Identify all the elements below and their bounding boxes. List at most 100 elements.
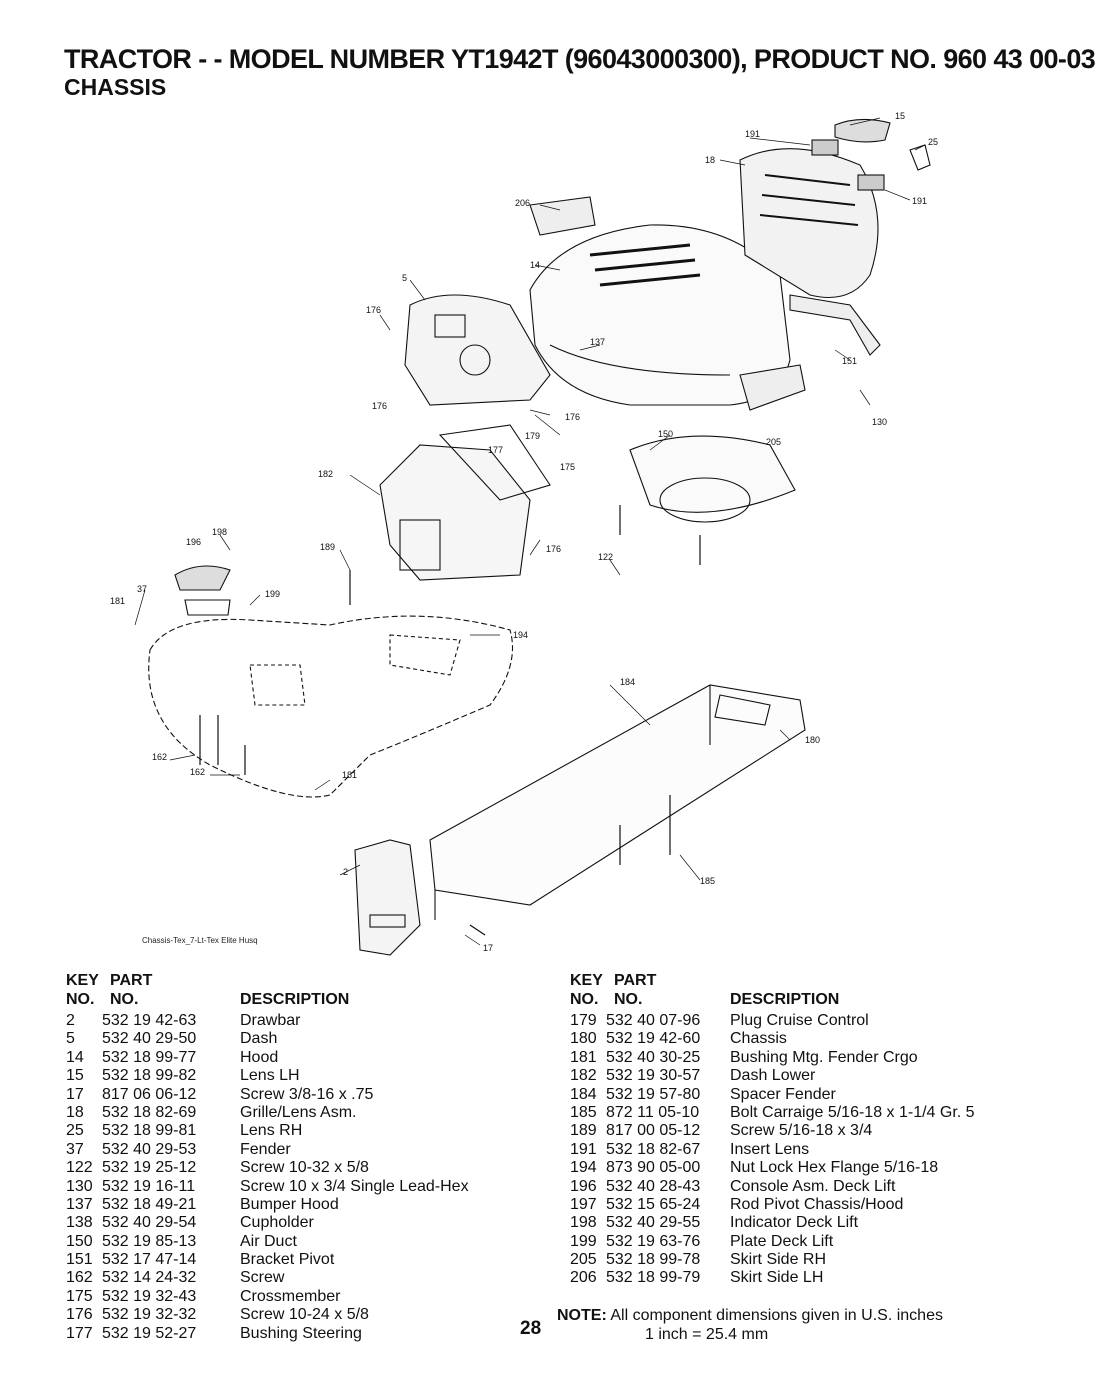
svg-text:176: 176 xyxy=(546,544,561,554)
note: NOTE: All component dimensions given in … xyxy=(557,1306,943,1344)
fender-drawing xyxy=(148,615,513,798)
part-number: 873 90 05-00 xyxy=(606,1159,701,1177)
svg-text:122: 122 xyxy=(598,552,613,562)
key-number: 181 xyxy=(570,1048,597,1066)
dash-lower-drawing xyxy=(379,444,531,581)
part-number: 532 40 30-25 xyxy=(606,1048,701,1066)
svg-text:151: 151 xyxy=(842,356,857,366)
table-row: 197 532 15 65-24 Rod Pivot Chassis/Hood xyxy=(570,1196,1040,1214)
key-number: 196 xyxy=(570,1177,597,1195)
svg-text:5: 5 xyxy=(402,273,407,283)
part-number: 532 19 16-11 xyxy=(102,1177,196,1195)
part-number: 532 40 29-54 xyxy=(102,1214,197,1232)
key-number: 162 xyxy=(66,1269,93,1287)
key-header: KEY xyxy=(570,972,603,989)
part-number: 532 18 99-82 xyxy=(102,1067,197,1085)
part-number: 532 18 99-79 xyxy=(606,1269,701,1287)
part-description: Indicator Deck Lift xyxy=(730,1214,859,1232)
table-row: 205 532 18 99-78 Skirt Side RH xyxy=(570,1251,1040,1269)
key-number: 122 xyxy=(66,1159,93,1177)
svg-text:176: 176 xyxy=(366,305,381,315)
key-number: 175 xyxy=(66,1287,93,1305)
part-description: Bushing Mtg. Fender Crgo xyxy=(730,1048,918,1066)
table-row: 181 532 40 30-25 Bushing Mtg. Fender Crgo xyxy=(570,1049,1040,1067)
svg-text:196: 196 xyxy=(186,537,201,547)
key-number: 205 xyxy=(570,1251,597,1269)
page-number: 28 xyxy=(520,1318,542,1339)
no-header: NO. xyxy=(110,991,139,1008)
exploded-parts-diagram: 15 191 25 18 191 206 14 5 176 137 151 13… xyxy=(110,111,938,956)
svg-text:15: 15 xyxy=(895,111,905,121)
part-number: 532 19 57-80 xyxy=(606,1085,701,1103)
part-number: 532 19 30-57 xyxy=(606,1067,701,1085)
svg-text:185: 185 xyxy=(700,876,715,886)
svg-text:205: 205 xyxy=(766,437,781,447)
svg-text:162: 162 xyxy=(152,752,167,762)
part-description: Dash Lower xyxy=(730,1067,816,1085)
key-number: 185 xyxy=(570,1103,597,1121)
key-number: 5 xyxy=(66,1030,75,1048)
part-number: 532 18 82-67 xyxy=(606,1140,701,1158)
chassis-frame-drawing xyxy=(429,684,806,906)
part-number: 532 14 24-32 xyxy=(102,1269,197,1287)
part-number: 532 18 49-21 xyxy=(102,1195,197,1213)
key-number: 194 xyxy=(570,1159,597,1177)
svg-text:184: 184 xyxy=(620,677,635,687)
svg-text:189: 189 xyxy=(320,542,335,552)
svg-text:180: 180 xyxy=(805,735,820,745)
key-number: 150 xyxy=(66,1232,93,1250)
drawbar-drawing xyxy=(354,839,421,956)
key-number: 176 xyxy=(66,1306,93,1324)
part-description: Plate Deck Lift xyxy=(730,1232,834,1250)
part-description: Drawbar xyxy=(240,1012,301,1029)
description-header: DESCRIPTION xyxy=(730,991,840,1008)
svg-text:206: 206 xyxy=(515,198,530,208)
part-number: 532 18 99-78 xyxy=(606,1251,701,1269)
part-description: Screw 10-32 x 5/8 xyxy=(240,1159,369,1177)
part-description: Skirt Side RH xyxy=(730,1251,827,1269)
part-number: 532 19 42-63 xyxy=(102,1012,197,1029)
part-description: Bumper Hood xyxy=(240,1195,339,1213)
key-number: 197 xyxy=(570,1195,597,1213)
part-number: 532 40 07-96 xyxy=(606,1012,701,1029)
part-number: 532 40 29-50 xyxy=(102,1030,197,1048)
key-number: 37 xyxy=(66,1140,84,1158)
part-number: 817 06 06-12 xyxy=(102,1085,197,1103)
note-label: NOTE: xyxy=(557,1307,607,1324)
part-description: Bushing Steering xyxy=(240,1324,362,1342)
part-description: Screw 3/8-16 x .75 xyxy=(240,1085,374,1103)
part-description: Screw 10-24 x 5/8 xyxy=(240,1306,369,1324)
part-description: Rod Pivot Chassis/Hood xyxy=(730,1195,904,1213)
key-number: 191 xyxy=(570,1140,597,1158)
key-number: 199 xyxy=(570,1232,597,1250)
part-number: 532 15 65-24 xyxy=(606,1195,701,1213)
key-number: 180 xyxy=(570,1030,597,1048)
part-description: Bracket Pivot xyxy=(240,1251,335,1269)
table-header: KEY PART NO. NO. DESCRIPTION xyxy=(570,972,1040,1012)
svg-text:25: 25 xyxy=(928,137,938,147)
key-number: 189 xyxy=(570,1122,597,1140)
svg-text:191: 191 xyxy=(745,129,760,139)
no-header: NO. xyxy=(66,991,95,1008)
part-header: PART xyxy=(614,972,657,989)
part-description: Crossmember xyxy=(240,1287,341,1305)
